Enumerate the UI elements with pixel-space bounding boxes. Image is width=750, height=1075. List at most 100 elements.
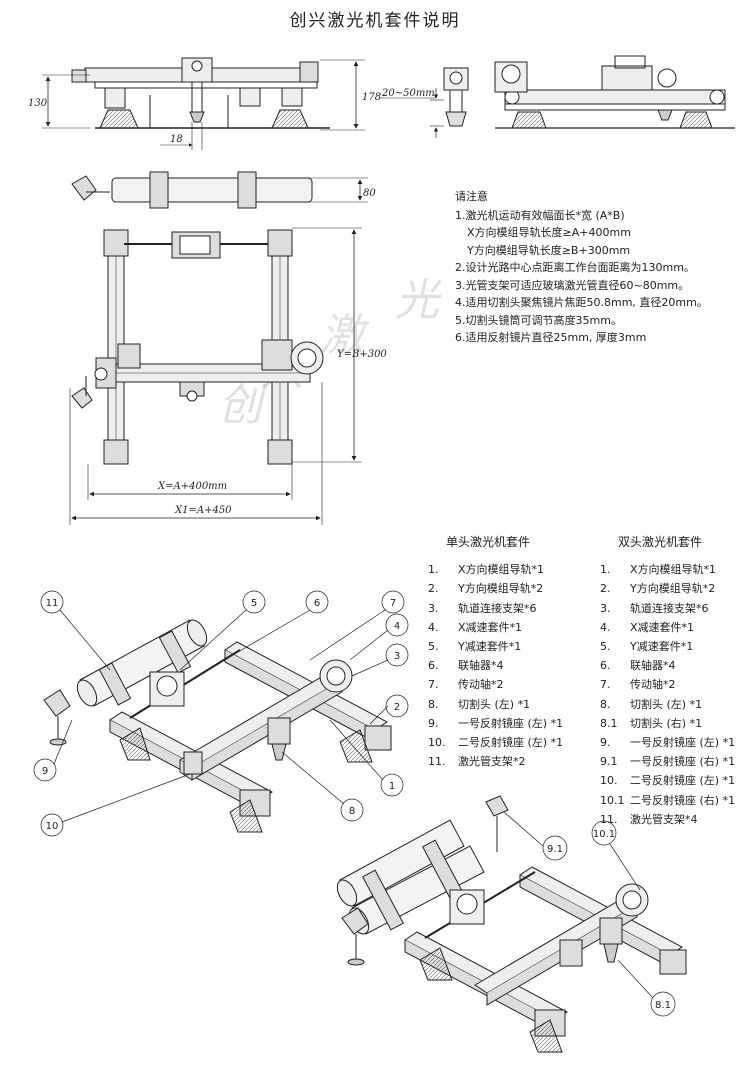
watermark-char: 光 (395, 275, 442, 326)
kit-item: 7. 传动轴*2 (428, 675, 563, 694)
watermark-char: 激 (320, 310, 370, 361)
callout-label: 8 (349, 806, 355, 817)
kit-item-text: 二号反射镜座 (左) *1 (458, 736, 564, 750)
callout-labels-double: 9.1 10.1 8.1 (547, 829, 671, 1011)
double-head-isometric (336, 795, 687, 1053)
note-line: 3.光管支架可适应玻璃激光管直径60~80mm。 (455, 278, 690, 292)
kit-item-text: X减速套件*1 (458, 620, 523, 634)
dim-x: X=A+400mm (157, 481, 227, 492)
callout-label: 8.1 (655, 1000, 671, 1011)
dim-y: Y=B+300 (337, 349, 387, 360)
kit-item: 4. X减速套件*1 (600, 618, 735, 637)
kit-item: 10. 二号反射镜座 (左) *1 (600, 771, 735, 790)
kit-item-text: 切割头 (左) *1 (458, 697, 531, 711)
dim-80: 80 (363, 188, 376, 199)
kit-item: 9. 一号反射镜座 (左) *1 (600, 733, 735, 752)
kit-item-text: 传动轴*2 (458, 678, 504, 692)
kit-item-number: 9.1 (600, 755, 618, 769)
kit-item-number: 8.1 (600, 716, 618, 730)
kit-item: 4. X减速套件*1 (428, 618, 563, 637)
tube-top-view (71, 171, 368, 209)
callout-label: 1 (389, 781, 395, 792)
kit-item: 6. 联轴器*4 (600, 656, 735, 675)
double-kit-list: 双头激光机套件 1. X方向模组导轨*1 2.Y方向模组导轨*2 3. 轨道连接支架*6… (600, 533, 735, 829)
kit-item: 3.轨道连接支架*6 (428, 599, 563, 618)
kit-item-text: 轨道连接支架*6 (630, 601, 709, 615)
kit-item-text: 联轴器*4 (630, 659, 676, 673)
page-title: 创兴激光机套件说明 (289, 11, 461, 31)
callout-label: 10 (46, 821, 59, 832)
callout-label: 3 (394, 651, 400, 662)
kit-item-text: 切割头 (右) *1 (630, 716, 703, 730)
plan-view (69, 227, 362, 525)
kit-item-number: 4. (428, 620, 439, 634)
kit-item-text: 激光管支架*4 (630, 812, 698, 826)
kit-item-text: 切割头 (左) *1 (630, 697, 703, 711)
callout-label: 11 (46, 598, 59, 609)
callout-label: 4 (394, 621, 400, 632)
kit-item-number: 3. (600, 601, 611, 615)
kit-item-text: 二号反射镜座 (左) *1 (630, 774, 736, 788)
callout-label: 6 (314, 598, 320, 609)
kit-item-number: 7. (428, 678, 439, 692)
note-line: Y方向模组导轨长度≥B+300mm (467, 243, 631, 257)
kit-item: 5.Y减速套件*1 (428, 637, 563, 656)
callout-label: 2 (394, 702, 400, 713)
dim-130: 130 (28, 98, 48, 109)
kit-item-number: 4. (600, 620, 611, 634)
dim-range: 20~50mm (381, 88, 435, 99)
kit-item-number: 10. (600, 774, 618, 788)
callouts-single (33, 590, 409, 837)
kit-item-number: 6. (600, 659, 611, 673)
kit-item-text: 一号反射镜座 (左) *1 (458, 716, 564, 730)
kit-item-number: 2. (428, 582, 439, 596)
kit-item-text: 轨道连接支架*6 (458, 601, 537, 615)
kit-item: 1. X方向模组导轨*1 (428, 560, 563, 579)
kit-item: 1. X方向模组导轨*1 (600, 560, 735, 579)
callout-label: 10.1 (593, 829, 615, 840)
kit-item-number: 2. (600, 582, 611, 596)
callout-labels-single: 11 5 6 7 4 3 2 1 8 9 10 (42, 598, 400, 832)
kit-item-text: 一号反射镜座 (右) *1 (630, 755, 736, 769)
callout-label: 7 (390, 598, 396, 609)
kit-item-number: 5. (600, 640, 611, 654)
kit-item-number: 8. (428, 697, 439, 711)
double-kit-header: 双头激光机套件 (618, 535, 703, 549)
kit-item-text: Y减速套件*1 (630, 640, 694, 654)
kit-item: 11.激光管支架*2 (428, 752, 563, 771)
notes-header: 请注意 (455, 190, 488, 203)
kit-item: 5. Y减速套件*1 (600, 637, 735, 656)
kit-item: 11. 激光管支架*4 (600, 810, 735, 829)
note-line: 2.设计光路中心点距离工作台面距离为130mm。 (455, 261, 695, 274)
kit-item-text: Y方向模组导轨*2 (458, 582, 544, 596)
front-view (494, 55, 735, 129)
kit-item-number: 10. (428, 736, 446, 750)
watermark-char: 创 (218, 380, 268, 431)
kit-item-text: 联轴器*4 (458, 659, 504, 673)
callout-label: 9 (42, 766, 48, 777)
kit-item-number: 9. (600, 736, 611, 750)
kit-item-text: X方向模组导轨*1 (630, 563, 717, 577)
kit-item-number: 1. (428, 563, 439, 577)
kit-item: 6.联轴器*4 (428, 656, 563, 675)
dim-178: 178 (362, 92, 381, 103)
kit-item-text: X方向模组导轨*1 (458, 563, 545, 577)
kit-item-number: 11. (600, 812, 618, 826)
kit-item-number: 9. (428, 716, 439, 730)
kit-item: 7.传动轴*2 (600, 675, 735, 694)
kit-item-text: 二号反射镜座 (右) *1 (630, 793, 736, 807)
kit-item-text: X减速套件*1 (630, 620, 695, 634)
kit-item-text: 一号反射镜座 (左) *1 (630, 736, 736, 750)
kit-item-number: 1. (600, 563, 611, 577)
note-line: 6.适用反射镜片直径25mm, 厚度3mm (455, 331, 647, 344)
kit-item: 8. 切割头 (左) *1 (428, 695, 563, 714)
kit-item: 2.Y方向模组导轨*2 (600, 579, 735, 598)
note-line: X方向模组导轨长度≥A+400mm (467, 226, 631, 239)
note-line: 4.适用切割头聚焦镜片焦距50.8mm, 直径20mm。 (455, 296, 708, 309)
kit-item: 2. Y方向模组导轨*2 (428, 579, 563, 598)
kit-item-number: 7. (600, 678, 611, 692)
design-notes: 请注意 1.激光机运动有效幅面长*宽 (A*B) X方向模组导轨长度≥A+400… (455, 188, 708, 347)
